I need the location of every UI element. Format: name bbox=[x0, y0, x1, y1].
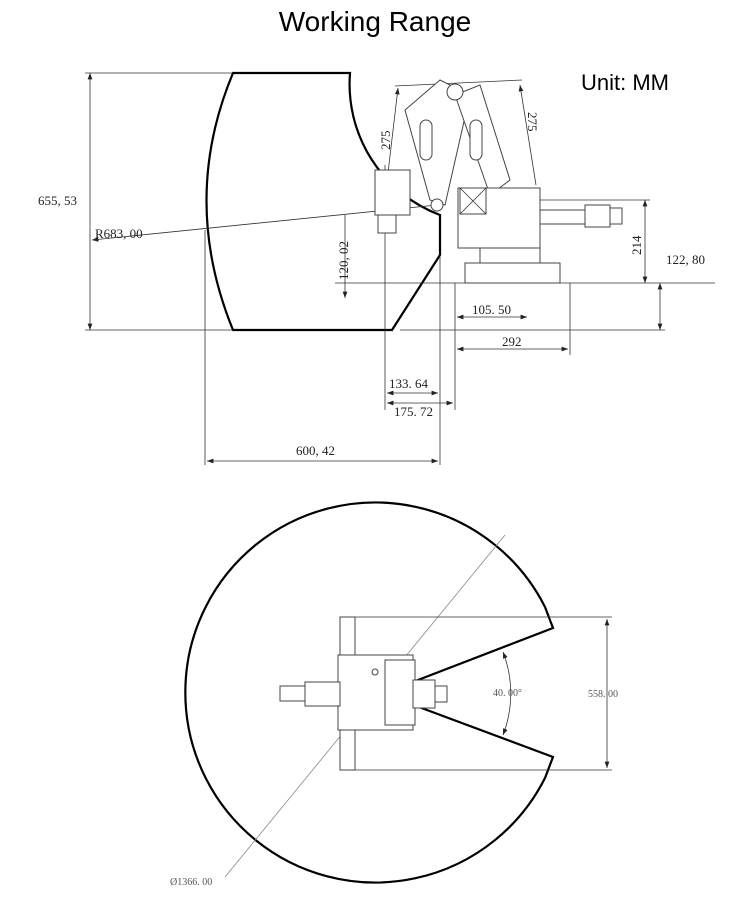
inner-offset-2-label: 175. 72 bbox=[394, 404, 433, 419]
arm-upper-label: 275 bbox=[378, 131, 393, 151]
robot-side-view bbox=[374, 79, 623, 284]
unit-label: Unit: MM bbox=[581, 70, 669, 95]
diagram-title: Working Range bbox=[278, 6, 472, 37]
horizontal-reach-label: 600, 42 bbox=[296, 443, 335, 458]
base-width-label: 292 bbox=[502, 334, 522, 349]
side-workspace-envelope bbox=[205, 71, 442, 332]
opening-width-label: 558. 00 bbox=[588, 689, 618, 700]
arm-lower-label: 275 bbox=[525, 112, 540, 132]
dimension-lines bbox=[87, 73, 663, 464]
below-base-label: 122, 80 bbox=[666, 252, 705, 267]
height-total-label: 655, 53 bbox=[38, 193, 77, 208]
robot-top-view bbox=[279, 616, 448, 771]
top-workspace-envelope bbox=[184, 501, 555, 884]
reach-radius-label: R683, 00 bbox=[95, 226, 143, 241]
angle-label: 40. 00° bbox=[493, 688, 522, 699]
inner-offset-1-label: 133. 64 bbox=[389, 376, 429, 391]
offset-vertical-label: 120, 02 bbox=[336, 241, 351, 280]
base-half-label: 105. 50 bbox=[472, 302, 511, 317]
base-height-label: 214 bbox=[629, 235, 644, 255]
diameter-label: Ø1366. 00 bbox=[170, 877, 212, 888]
